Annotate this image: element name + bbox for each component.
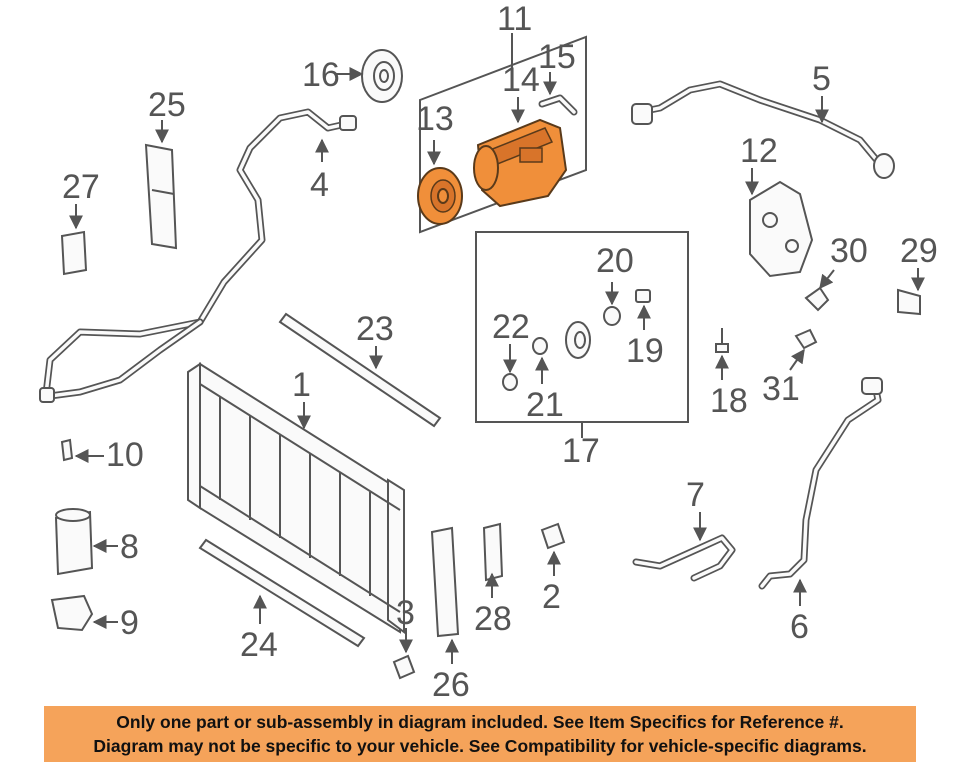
discharge-hose-part[interactable] <box>631 80 895 179</box>
callout-2: 2 <box>542 578 561 616</box>
callout-25: 25 <box>148 86 186 124</box>
callout-24: 24 <box>240 626 278 664</box>
callout-27: 27 <box>62 168 100 206</box>
callout-20: 20 <box>596 242 634 280</box>
sensor-part[interactable] <box>60 438 74 462</box>
bracket-block-part[interactable] <box>60 230 88 276</box>
disclaimer-banner: Only one part or sub-assembly in diagram… <box>44 706 916 762</box>
callout-8: 8 <box>120 528 139 566</box>
disclaimer-line-2: Diagram may not be specific to your vehi… <box>93 736 867 756</box>
liquid-hose-part[interactable] <box>758 377 883 590</box>
bolt-part-31[interactable] <box>794 328 818 350</box>
stud-bolt-part[interactable] <box>715 328 729 353</box>
nut-part-22[interactable] <box>502 373 518 391</box>
callout-31: 31 <box>762 370 800 408</box>
condenser-part[interactable] <box>187 362 405 634</box>
callout-13: 13 <box>416 100 454 138</box>
callout-22: 22 <box>492 308 530 346</box>
callout-28: 28 <box>474 600 512 638</box>
o-ring-part[interactable] <box>804 286 830 312</box>
pressure-switch-harness-part[interactable] <box>632 534 736 582</box>
clutch-kit-box[interactable]: 20 19 22 21 <box>475 231 689 438</box>
upper-seal-part[interactable] <box>278 312 442 428</box>
fitting-part[interactable] <box>538 94 578 116</box>
compressor-body-part[interactable] <box>473 118 568 208</box>
bolt-part-19[interactable] <box>635 289 651 303</box>
callout-15: 15 <box>538 38 576 76</box>
drier-clamp-part[interactable] <box>50 594 94 632</box>
callout-10: 10 <box>106 436 144 474</box>
parts-diagram: 11 13 14 15 16 4 25 27 <box>39 0 938 700</box>
callout-3: 3 <box>396 594 415 632</box>
side-seal-part[interactable] <box>430 526 460 638</box>
callout-1: 1 <box>292 366 311 404</box>
lower-seal-part[interactable] <box>198 538 366 648</box>
callout-5: 5 <box>812 60 831 98</box>
mount-insulator-part[interactable] <box>392 654 416 680</box>
compressor-assembly-group[interactable]: 11 13 14 15 <box>416 0 587 234</box>
callout-21: 21 <box>526 386 564 424</box>
callout-29: 29 <box>900 232 938 270</box>
seal-panel-part[interactable] <box>144 143 178 250</box>
suction-hose-part[interactable] <box>39 108 357 403</box>
callout-4: 4 <box>310 166 329 204</box>
washer-part[interactable] <box>532 337 548 355</box>
callout-12: 12 <box>740 132 778 170</box>
clutch-plate-part[interactable] <box>565 321 591 359</box>
callout-6: 6 <box>790 608 809 646</box>
callout-23: 23 <box>356 310 394 348</box>
bushing-part[interactable] <box>540 522 566 550</box>
callout-16: 16 <box>302 56 340 94</box>
callout-18: 18 <box>710 382 748 420</box>
callout-7: 7 <box>686 476 705 514</box>
receiver-drier-part[interactable] <box>54 508 94 576</box>
compressor-bracket-part[interactable] <box>749 180 814 278</box>
idler-pulley-part[interactable] <box>361 49 403 103</box>
callout-17: 17 <box>562 432 600 470</box>
nut-part-20[interactable] <box>603 306 621 326</box>
mount-bracket-part[interactable] <box>897 288 921 316</box>
disclaimer-line-1: Only one part or sub-assembly in diagram… <box>116 712 844 732</box>
seal-bracket-part[interactable] <box>482 522 504 582</box>
clutch-pulley-part[interactable] <box>417 167 463 225</box>
callout-26: 26 <box>432 666 470 700</box>
callout-30: 30 <box>830 232 868 270</box>
callout-9: 9 <box>120 604 139 642</box>
callout-14: 14 <box>502 61 540 99</box>
callout-11: 11 <box>497 0 532 38</box>
callout-19: 19 <box>626 332 664 370</box>
